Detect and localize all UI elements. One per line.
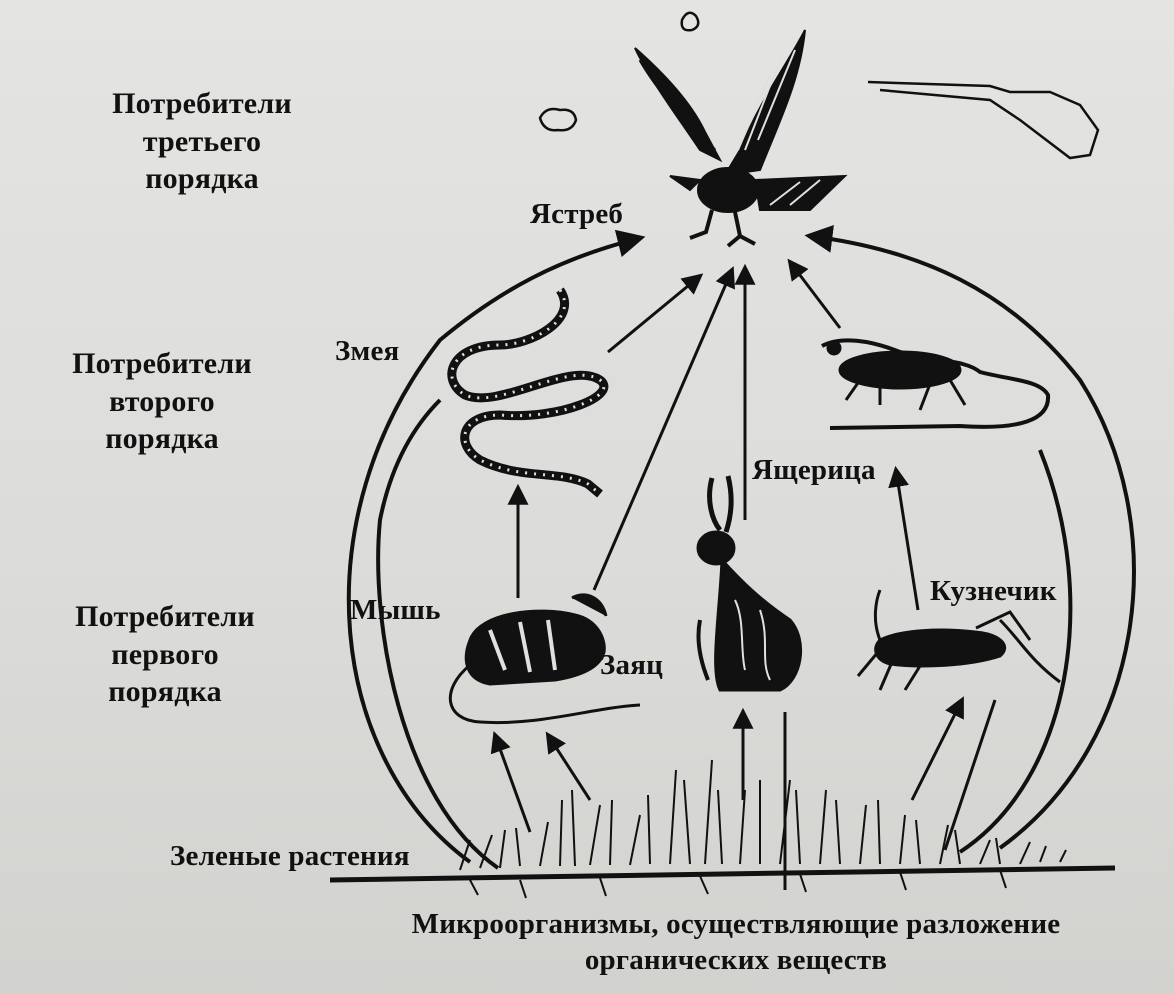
level-second-line2: второго <box>22 383 302 421</box>
cloud-icon <box>540 13 1098 158</box>
level-third-line1: Потребители <box>62 85 342 123</box>
level-first-line3: порядка <box>25 673 305 711</box>
label-grasshopper: Кузнечик <box>930 573 1057 609</box>
snake-icon <box>452 290 604 494</box>
arrow-grass-grasshopper-1 <box>912 700 962 800</box>
label-microorganisms: Микроорганизмы, осуществляющие разложени… <box>336 906 1136 979</box>
label-green-plants: Зеленые растения <box>170 838 410 874</box>
level-label-second: Потребители второго порядка <box>22 345 302 458</box>
grass-icon <box>330 760 1115 898</box>
lizard-icon <box>822 340 1048 428</box>
hawk-icon <box>635 30 845 246</box>
level-label-third: Потребители третьего порядка <box>62 85 342 198</box>
arrow-grasshopper-lizard <box>896 470 918 610</box>
microorganisms-line2: органических веществ <box>336 942 1136 978</box>
level-third-line3: порядка <box>62 160 342 198</box>
arrow-snake-hawk <box>608 276 700 352</box>
label-mouse: Мышь <box>350 592 441 628</box>
label-snake: Змея <box>335 333 399 369</box>
level-first-line1: Потребители <box>25 598 305 636</box>
arrow-lizard-hawk <box>790 262 840 328</box>
level-third-line2: третьего <box>62 123 342 161</box>
level-label-first: Потребители первого порядка <box>25 598 305 711</box>
hare-icon <box>698 476 801 690</box>
arc-right-outer <box>810 236 1134 848</box>
level-second-line3: порядка <box>22 420 302 458</box>
label-lizard: Ящерица <box>752 452 876 488</box>
microorganisms-line1: Микроорганизмы, осуществляющие разложени… <box>336 906 1136 942</box>
arrow-grass-mouse-1 <box>495 735 530 832</box>
level-second-line1: Потребители <box>22 345 302 383</box>
arrow-grass-mouse-2 <box>548 735 590 800</box>
arrow-grass-grasshopper-2 <box>945 700 995 850</box>
level-first-line2: первого <box>25 636 305 674</box>
label-hare: Заяц <box>600 647 663 683</box>
label-hawk: Ястреб <box>530 196 623 232</box>
arc-left-outer <box>349 238 640 862</box>
